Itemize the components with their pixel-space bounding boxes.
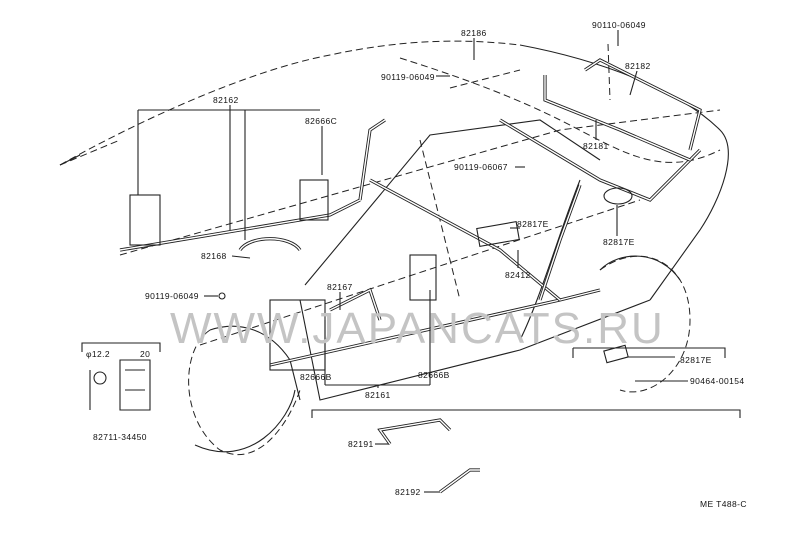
clip-width-dim: 20 [140, 349, 150, 359]
label-90119-06049-left[interactable]: 90119-06049 [145, 291, 199, 301]
label-82711-34450[interactable]: 82711-34450 [93, 432, 147, 442]
label-82181[interactable]: 82181 [583, 141, 609, 151]
car-body-outline [59, 40, 729, 456]
label-82167[interactable]: 82167 [327, 282, 353, 292]
label-82162[interactable]: 82162 [213, 95, 239, 105]
label-82182[interactable]: 82182 [625, 61, 651, 71]
label-82161[interactable]: 82161 [365, 390, 391, 400]
small-harness-pieces [89, 359, 480, 494]
label-82412[interactable]: 82412 [505, 270, 531, 280]
label-90464-00154[interactable]: 90464-00154 [690, 376, 745, 386]
label-82192[interactable]: 82192 [395, 487, 421, 497]
label-82817E-right[interactable]: 82817E [603, 237, 635, 247]
label-90119-06067[interactable]: 90119-06067 [454, 162, 508, 172]
label-82666B-b[interactable]: 82666B [418, 370, 450, 380]
label-82168[interactable]: 82168 [201, 251, 227, 261]
label-82817E-mid[interactable]: 82817E [517, 219, 549, 229]
wire-harnesses [119, 58, 702, 367]
label-82186[interactable]: 82186 [461, 28, 487, 38]
diagram-code: ME T488-C [700, 499, 747, 509]
label-90119-06049-top[interactable]: 90119-06049 [381, 72, 435, 82]
clip-diameter-dim: φ12.2 [86, 349, 110, 359]
label-90110-06049[interactable]: 90110-06049 [592, 20, 646, 30]
label-82666B-a[interactable]: 82666B [300, 372, 332, 382]
label-82666C[interactable]: 82666C [305, 116, 337, 126]
leader-lines [81, 30, 741, 493]
watermark: WWW.JAPANCATS.RU [170, 304, 665, 353]
label-82817E-box[interactable]: 82817E [680, 355, 712, 365]
label-82191[interactable]: 82191 [348, 439, 374, 449]
